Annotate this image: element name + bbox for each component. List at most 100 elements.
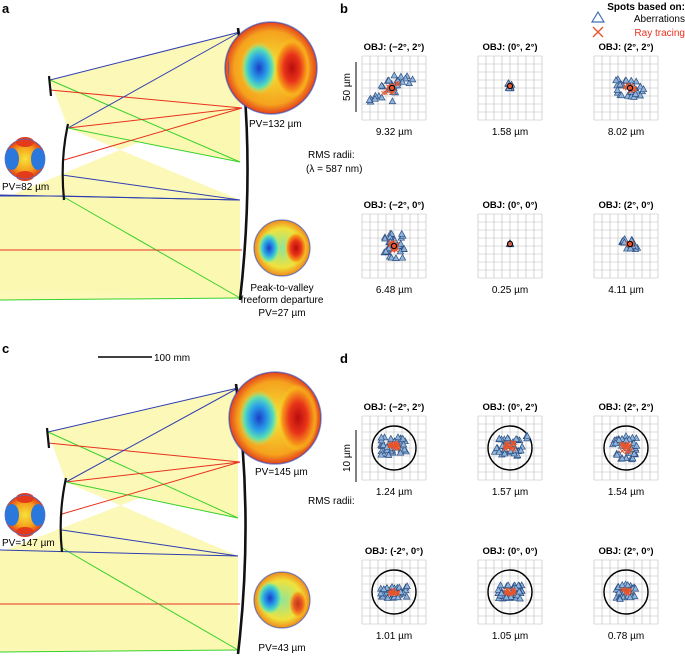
spot-diagram: OBJ: (−2°, 2°) 1.24 µm <box>361 402 427 498</box>
aberration-spot-marker <box>515 587 524 595</box>
pv-label: PV=132 µm <box>249 119 302 130</box>
aberration-spot-marker <box>490 447 499 455</box>
aberration-spot-marker <box>613 450 621 458</box>
airy-disk-circle <box>371 425 417 471</box>
ray-trace-marker <box>620 587 626 593</box>
aberration-spot-marker <box>395 583 404 591</box>
layout-c-beams <box>0 388 238 652</box>
aberration-spot-marker <box>616 80 624 88</box>
ray-trace-marker <box>510 440 516 445</box>
aberration-spot-marker <box>517 446 525 454</box>
centroid-marker <box>506 240 514 248</box>
spot-diagram: OBJ: (2°, 2°)1.54 µm <box>593 402 659 498</box>
aberration-spot-marker <box>500 449 509 457</box>
airy-disk-circle <box>603 569 649 615</box>
ray-trace-marker <box>624 445 629 451</box>
aberration-spot-marker <box>497 589 506 597</box>
aberration-spot-marker <box>403 582 411 590</box>
spot-title: OBJ: (−2°, 2°) <box>364 402 425 413</box>
map-c-tertiary <box>253 571 311 629</box>
scale-bar-label: 100 mm <box>154 353 190 364</box>
centroid-marker <box>388 84 396 92</box>
ray-trace-marker <box>394 242 400 247</box>
aberration-spot-marker <box>502 593 511 601</box>
aberration-spot-marker <box>382 247 390 255</box>
aberration-spot-marker <box>632 441 641 449</box>
aberration-spot-marker <box>494 585 503 593</box>
spot-title: OBJ: (2°, 0°) <box>598 200 653 211</box>
aberration-spot-marker <box>397 72 405 80</box>
panel-label-d: d <box>340 351 348 366</box>
aberration-spot-marker <box>626 593 634 601</box>
aberration-spot-marker <box>384 76 393 84</box>
ray-trace-marker <box>628 447 634 453</box>
ray-trace-marker <box>394 590 400 596</box>
rms-value: 8.02 µm <box>608 127 644 138</box>
aberration-spot-marker <box>623 581 632 589</box>
rms-value: 1.24 µm <box>376 487 412 498</box>
aberrations-marker-icon <box>590 10 606 23</box>
spot-grid <box>477 213 543 279</box>
aberration-spot-marker <box>617 91 626 99</box>
centroid-marker <box>626 84 634 92</box>
spot-diagram: OBJ: (-2°, 0°)1.01 µm <box>361 546 427 642</box>
ray-trace-marker <box>394 442 400 448</box>
ray-trace-marker <box>390 248 396 253</box>
spot-diagram: OBJ: (0°, 0°) 0.25 µm <box>477 200 543 296</box>
spot-title: OBJ: (0°, 0°) <box>482 200 537 211</box>
spot-diagram: OBJ: (2°, 0°)4.11 µm <box>593 200 659 296</box>
ray-trace-marker <box>394 80 400 86</box>
aberration-spot-marker <box>495 434 504 442</box>
aberration-spot-marker <box>503 434 512 442</box>
centroid-marker <box>390 242 398 250</box>
spot-diagrams-d: OBJ: (−2°, 2°) 1.24 µm OBJ: (0°, 2°)1.57 µ… <box>361 402 659 642</box>
spot-grid <box>593 213 659 279</box>
spot-title: OBJ: (2°, 0°) <box>598 546 653 557</box>
aberration-spot-marker <box>613 85 622 93</box>
ray-trace-marker <box>507 83 513 89</box>
aberration-spot-marker <box>622 76 630 84</box>
spot-grid <box>477 55 543 121</box>
panel-label-a: a <box>2 1 10 16</box>
spot-diagram: OBJ: (0°, 2°)1.58 µm <box>477 42 543 138</box>
aberration-spot-marker <box>377 433 386 441</box>
aberration-spot-marker <box>394 593 402 601</box>
aberration-spot-marker <box>639 85 648 92</box>
aberration-spot-marker <box>402 592 411 600</box>
aberration-spot-marker <box>392 254 400 261</box>
layout-a-beams <box>0 32 240 300</box>
aberration-spot-marker <box>631 90 640 97</box>
aberration-spot-marker <box>400 445 409 453</box>
ray-trace-marker <box>507 591 513 597</box>
spot-diagram: OBJ: (0°, 0°)1.05 µm <box>477 546 543 642</box>
panel-d: d 10 µm RMS radii: OBJ: (−2°, 2°)1.24 µm… <box>308 351 659 642</box>
aberration-spot-marker <box>397 229 406 237</box>
aberration-spot-marker <box>396 239 405 247</box>
aberration-spot-marker <box>615 435 623 443</box>
aberration-spot-marker <box>612 76 620 84</box>
spot-diagram: OBJ: (2°, 2°)8.02 µm <box>593 42 659 138</box>
wavelength-label: (λ = 587 nm) <box>306 164 362 175</box>
airy-disk-circle <box>487 425 533 471</box>
airy-disk-circle <box>603 425 649 471</box>
spot-title: OBJ: (0°, 0°) <box>482 546 537 557</box>
map-c-secondary <box>4 493 46 537</box>
spot-diagram: OBJ: (0°, 2°)1.57 µm <box>477 402 543 498</box>
rms-value: 1.01 µm <box>376 631 412 642</box>
aberration-spot-marker <box>379 441 388 448</box>
ray-trace-marker <box>396 446 401 451</box>
aberration-spot-marker <box>371 94 379 102</box>
spot-title: OBJ: (0°, 2°) <box>482 402 537 413</box>
spot-grid <box>361 55 427 121</box>
aberration-spot-marker <box>399 440 408 448</box>
aberration-spot-marker <box>615 588 623 596</box>
ray-trace-marker <box>388 589 394 595</box>
ray-trace-marker <box>503 442 509 447</box>
aberration-spot-marker <box>496 581 505 589</box>
map-a-tertiary <box>253 219 311 277</box>
ray-trace-marker <box>622 84 628 90</box>
pv-label: PV=82 µm <box>2 182 49 193</box>
centroid-marker <box>626 240 634 248</box>
rms-value: 0.25 µm <box>492 285 528 296</box>
airy-disk-circle <box>371 569 417 615</box>
